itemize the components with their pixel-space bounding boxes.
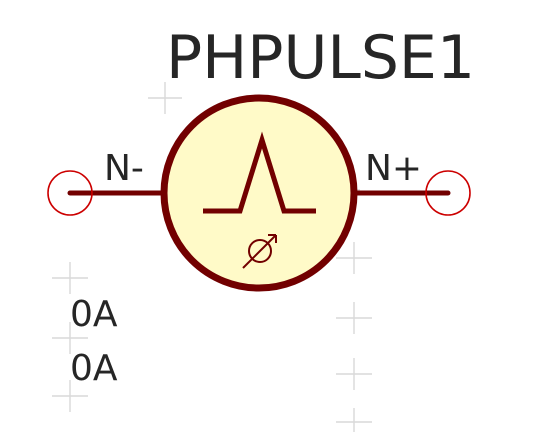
grid-marks [52, 82, 372, 432]
phase-diameter-icon [242, 234, 277, 269]
grid-cross [336, 408, 372, 432]
grid-cross [336, 242, 372, 274]
grid-cross [52, 322, 88, 354]
grid-cross [52, 262, 88, 294]
component-reference[interactable]: PHPULSE1 [166, 23, 475, 93]
positive-pin-endpoint[interactable] [425, 170, 471, 216]
gaussian-pulse-icon [203, 131, 316, 214]
component-value-1[interactable]: 0A [70, 294, 118, 335]
grid-cross [52, 380, 88, 412]
component-value-2[interactable]: 0A [70, 348, 118, 389]
grid-cross [336, 302, 372, 334]
positive-pin-label: N+ [365, 148, 422, 189]
grid-cross [148, 82, 182, 114]
negative-pin-label: N- [104, 148, 144, 189]
grid-cross [336, 358, 372, 390]
source-body[interactable] [160, 94, 358, 292]
negative-pin-endpoint[interactable] [47, 170, 93, 216]
